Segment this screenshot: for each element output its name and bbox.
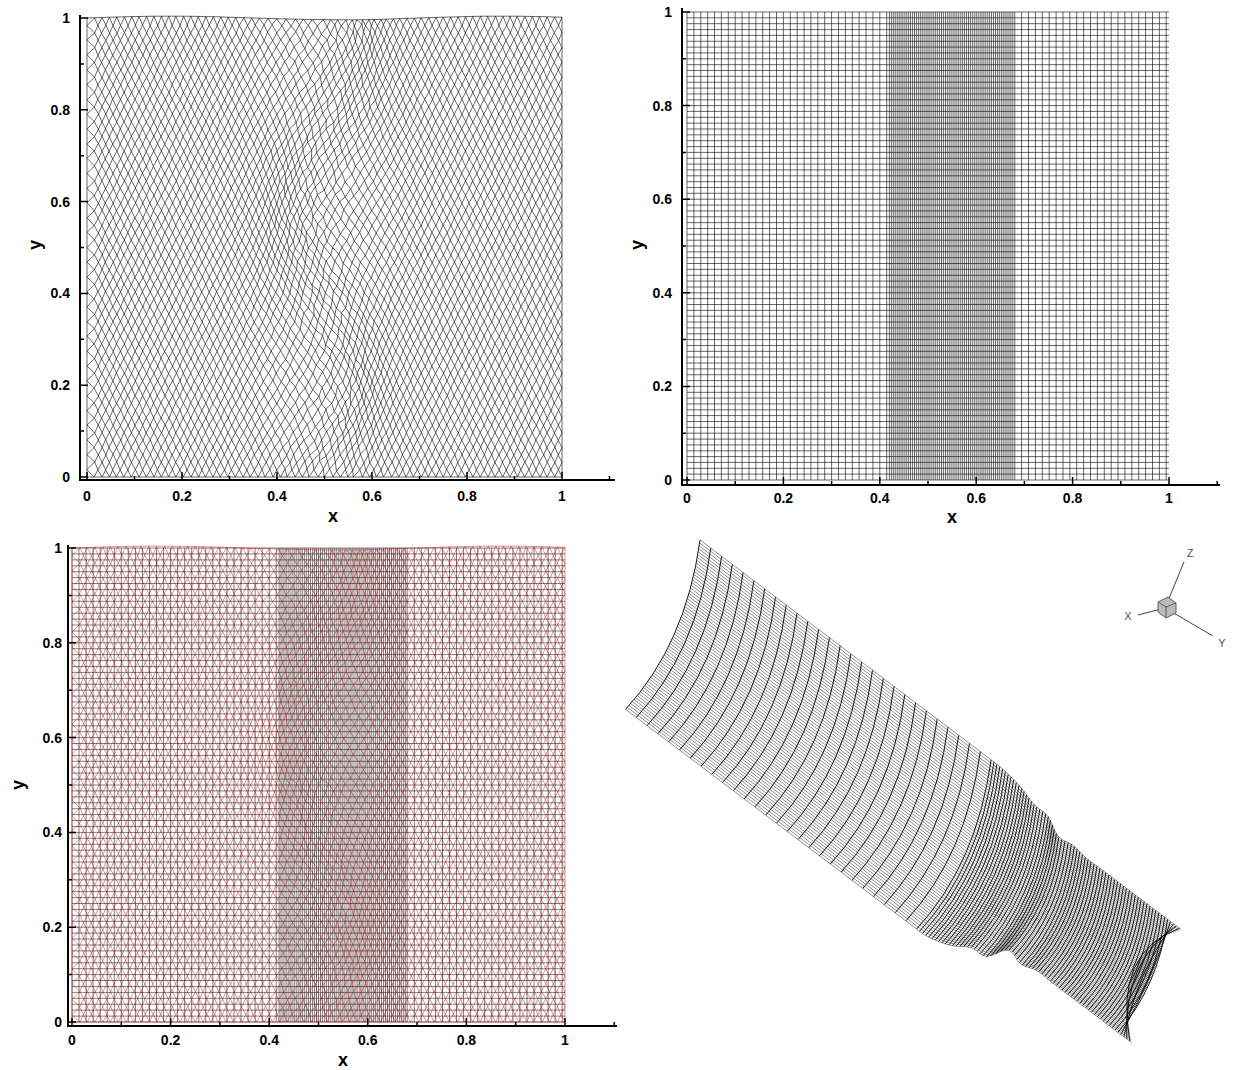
triad-label: Z <box>1187 548 1194 559</box>
axis-ticks <box>682 12 1217 485</box>
x-tick-label: 0 <box>68 1033 76 1047</box>
x-tick-label: 0.8 <box>1063 491 1082 505</box>
y-tick-label: 0 <box>664 473 672 487</box>
x-tick-label: 0 <box>683 491 691 505</box>
y-axis-title: y <box>9 780 27 790</box>
y-tick-label: 0.8 <box>43 636 62 650</box>
y-tick-label: 0.6 <box>43 731 62 745</box>
triangular-mesh <box>87 16 562 477</box>
axis-line <box>68 545 617 1026</box>
x-tick-label: 0.6 <box>358 1033 377 1047</box>
axes-panel-1 <box>80 15 615 480</box>
triad-label: X <box>1124 611 1131 622</box>
pipe-rings <box>626 540 1180 1041</box>
x-tick-label: 0.2 <box>161 1033 180 1047</box>
y-tick-label: 1 <box>54 541 62 555</box>
y-tick-label: 0.6 <box>51 195 70 209</box>
pipe-surface <box>626 540 1182 1043</box>
x-axis-title: x <box>947 508 957 526</box>
axis-line <box>682 8 1220 485</box>
x-tick-label: 0.4 <box>267 489 286 503</box>
y-tick-label: 0.4 <box>51 286 70 300</box>
x-tick-label: 0.8 <box>457 489 476 503</box>
x-tick-label: 0.2 <box>172 489 191 503</box>
y-tick-label: 0.8 <box>51 103 70 117</box>
x-tick-label: 0.4 <box>870 491 889 505</box>
triad-label: Y <box>1218 638 1225 649</box>
y-axis-title: y <box>26 240 44 250</box>
x-tick-label: 0.6 <box>362 489 381 503</box>
axes-panel-2 <box>682 8 1220 485</box>
x-tick-label: 0.4 <box>259 1033 278 1047</box>
x-tick-label: 0.6 <box>966 491 985 505</box>
triad-cube-edges <box>1158 602 1176 618</box>
axis-line <box>80 15 615 480</box>
x-tick-label: 1 <box>558 489 566 503</box>
y-tick-label: 0 <box>54 1015 62 1029</box>
y-tick-label: 0.2 <box>43 920 62 934</box>
y-tick-label: 0.8 <box>653 99 672 113</box>
y-tick-label: 0.4 <box>43 825 62 839</box>
x-tick-label: 0.2 <box>774 491 793 505</box>
x-tick-label: 0 <box>83 489 91 503</box>
structured-grid <box>687 12 1169 480</box>
x-tick-label: 1 <box>1165 491 1173 505</box>
x-axis-title: x <box>328 507 338 525</box>
y-tick-label: 0.2 <box>51 378 70 392</box>
axis-ticks <box>68 548 614 1026</box>
axis-ticks <box>80 18 610 480</box>
triad-cube <box>1158 597 1176 618</box>
triangular-mesh-overlay <box>72 546 565 1022</box>
x-tick-label: 1 <box>561 1033 569 1047</box>
y-tick-label: 0.6 <box>653 192 672 206</box>
x-axis-title: x <box>338 1051 348 1069</box>
pipe-longitudinal-lines <box>626 540 1182 1043</box>
y-tick-label: 1 <box>62 11 70 25</box>
y-axis-title: y <box>628 240 646 250</box>
x-tick-label: 0.8 <box>457 1033 476 1047</box>
axes-panel-3 <box>68 545 617 1026</box>
y-tick-label: 1 <box>664 5 672 19</box>
axis-triad <box>1138 562 1213 636</box>
y-tick-label: 0.2 <box>653 379 672 393</box>
y-tick-label: 0 <box>62 470 70 484</box>
triad-axes <box>1138 562 1213 636</box>
y-tick-label: 0.4 <box>653 286 672 300</box>
